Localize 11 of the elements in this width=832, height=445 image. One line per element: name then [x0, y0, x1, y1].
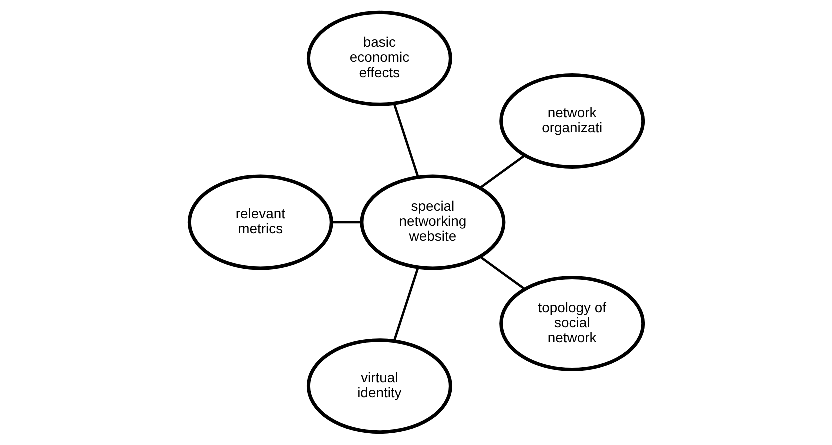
connector [479, 256, 526, 290]
node-ellipse: network organizati [499, 74, 645, 169]
node-ellipse: special networking website [360, 174, 506, 270]
node-ellipse: topology of social network [499, 276, 645, 372]
node-ellipse: relevant metrics [187, 174, 333, 270]
connector [479, 154, 526, 189]
connector [332, 221, 362, 224]
node-ellipse: virtual identity [306, 338, 452, 434]
node-ellipse: basic economic effects [306, 10, 452, 106]
connector [392, 267, 419, 342]
connector [392, 103, 419, 178]
